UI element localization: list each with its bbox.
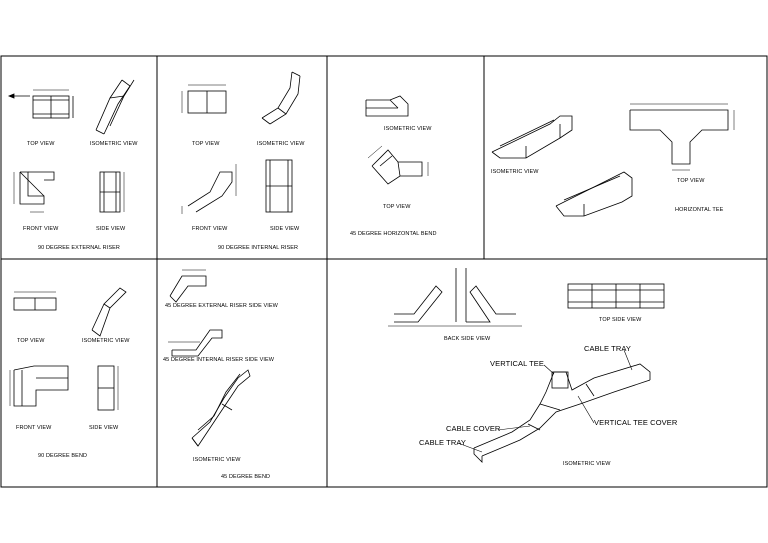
p6-ext-riser-label: 45 DEGREE EXTERNAL RISER SIDE VIEW	[165, 303, 278, 309]
p2-top-view-label: TOP VIEW	[192, 141, 220, 147]
p7-cable-tray-label-top: CABLE TRAY	[584, 344, 631, 353]
p1-iso-view-label: ISOMETRIC VIEW	[90, 141, 138, 147]
p4-top-view-drawing	[629, 103, 735, 171]
p1-iso-view-drawing	[95, 79, 135, 135]
p7-top-side-drawing	[567, 283, 665, 309]
p7-cable-cover-label: CABLE COVER	[446, 424, 501, 433]
panel-grid	[0, 55, 768, 488]
p1-front-view-label: FRONT VIEW	[23, 226, 59, 232]
p7-top-side-label: TOP SIDE VIEW	[599, 317, 642, 323]
p5-front-view-label: FRONT VIEW	[16, 425, 52, 431]
p3-title: 45 DEGREE HORIZONTAL BEND	[350, 231, 437, 237]
p6-ext-riser-side-drawing	[169, 269, 207, 303]
p1-top-view-drawing	[7, 89, 74, 119]
p2-title: 90 DEGREE INTERNAL RISER	[218, 245, 299, 251]
p7-vertical-tee-cover-label: VERTICAL TEE COVER	[594, 418, 678, 427]
p5-front-view-drawing	[9, 365, 69, 407]
p2-front-view-label: FRONT VIEW	[192, 226, 228, 232]
p5-title: 90 DEGREE BEND	[38, 453, 88, 459]
p5-top-view-drawing	[13, 291, 57, 311]
p1-side-view-label: SIDE VIEW	[96, 226, 126, 232]
p2-iso-view-label: ISOMETRIC VIEW	[257, 141, 305, 147]
p7-iso-view-label: ISOMETRIC VIEW	[563, 461, 611, 467]
p4-iso-view-label: ISOMETRIC VIEW	[491, 169, 539, 175]
p2-side-view-drawing	[265, 159, 293, 213]
p6-iso-view-label: ISOMETRIC VIEW	[193, 457, 241, 463]
p2-front-view-drawing	[181, 164, 237, 214]
p6-iso-view-drawing	[191, 369, 251, 447]
p7-vertical-tee-label: VERTICAL TEE	[490, 359, 544, 368]
p1-title: 90 DEGREE EXTERNAL RISER	[38, 245, 120, 251]
p4-iso-view-drawing-2	[555, 171, 633, 217]
p2-top-view-drawing	[181, 84, 227, 114]
p7-back-side-drawing	[388, 268, 522, 327]
p7-cable-tray-label-bottom: CABLE TRAY	[419, 438, 466, 447]
p5-side-view-label: SIDE VIEW	[89, 425, 119, 431]
p3-top-view-label: TOP VIEW	[383, 204, 411, 210]
p3-top-view-drawing	[367, 145, 429, 185]
p5-top-view-label: TOP VIEW	[17, 338, 45, 344]
p6-title: 45 DEGREE BEND	[221, 474, 271, 480]
p7-leader-lines	[457, 349, 633, 453]
p4-title: HORIZONTAL TEE	[675, 207, 724, 213]
p6-int-riser-label: 45 DEGREE INTERNAL RISER SIDE VIEW	[163, 357, 275, 363]
p4-top-view-label: TOP VIEW	[677, 178, 705, 184]
p1-front-view-drawing	[13, 171, 55, 213]
p3-iso-view-drawing	[365, 95, 409, 117]
p4-iso-view-drawing-1	[491, 115, 573, 159]
p1-side-view-drawing	[99, 171, 125, 213]
p7-back-side-label: BACK SIDE VIEW	[444, 336, 491, 342]
p1-top-view-label: TOP VIEW	[27, 141, 55, 147]
p5-iso-view-label: ISOMETRIC VIEW	[82, 338, 130, 344]
p7-iso-view-drawing	[473, 363, 651, 463]
p5-iso-view-drawing	[91, 287, 127, 337]
p5-side-view-drawing	[97, 365, 119, 411]
p6-int-riser-side-drawing	[168, 329, 223, 357]
p2-iso-view-drawing	[261, 71, 301, 125]
p3-iso-view-label: ISOMETRIC VIEW	[384, 126, 432, 132]
p2-side-view-label: SIDE VIEW	[270, 226, 300, 232]
